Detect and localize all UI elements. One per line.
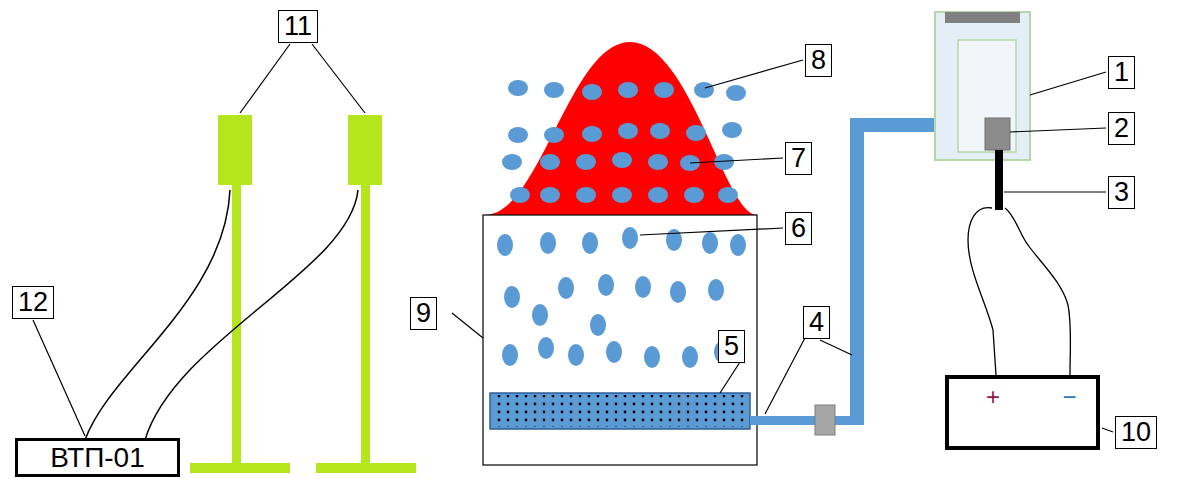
bubble — [694, 82, 714, 98]
bubble — [682, 346, 698, 368]
bubble — [618, 123, 638, 139]
bubble — [606, 341, 622, 363]
inner-vessel — [958, 40, 1016, 152]
container — [483, 215, 757, 465]
bubble — [618, 82, 638, 98]
bubble — [540, 187, 560, 203]
sensor — [190, 115, 416, 473]
bubble — [540, 154, 560, 170]
bubble — [544, 82, 564, 98]
bubble — [582, 232, 598, 254]
callout-number: 5 — [718, 330, 745, 363]
terminal-sign: − — [1063, 385, 1077, 409]
bubble — [670, 281, 686, 303]
bubble — [598, 274, 614, 296]
bubble — [576, 187, 596, 203]
callout-number: 4 — [803, 306, 830, 339]
meter-box: ВТП-01 — [15, 438, 180, 477]
bubble — [568, 344, 584, 366]
bubble — [650, 123, 670, 139]
callout-number: 3 — [1108, 176, 1135, 209]
bubble — [508, 127, 528, 143]
bubble — [540, 232, 556, 254]
bubble — [612, 152, 632, 168]
aerator-plate — [490, 393, 750, 429]
bubble — [590, 314, 606, 336]
bubble — [686, 125, 706, 141]
bubble — [684, 187, 704, 203]
bubble — [582, 84, 602, 100]
callout-number: 10 — [1115, 416, 1157, 449]
bubble — [504, 286, 520, 308]
battery-box: +− — [945, 375, 1100, 450]
cap — [945, 12, 1020, 23]
bubble — [635, 276, 651, 298]
callout-number: 12 — [12, 286, 54, 319]
bubble — [558, 277, 574, 299]
bubble — [502, 154, 522, 170]
bubble — [718, 187, 738, 203]
bubble — [576, 154, 596, 170]
bubble — [726, 85, 746, 101]
callout-number: 6 — [785, 212, 812, 245]
bubble — [702, 232, 718, 254]
bubble — [654, 82, 674, 98]
bubble — [502, 344, 518, 366]
bubble — [644, 346, 660, 368]
vessel — [935, 12, 1030, 160]
device-label: ВТП-01 — [50, 444, 145, 472]
bubble — [544, 127, 564, 143]
callout-number: 1 — [1108, 56, 1135, 89]
plate-holes — [492, 395, 748, 427]
bubble — [582, 126, 602, 142]
heater — [985, 118, 1010, 150]
bubble — [538, 337, 554, 359]
bubble — [532, 304, 548, 326]
bubble — [666, 229, 682, 251]
callout-number: 2 — [1108, 112, 1135, 145]
bubble — [722, 122, 742, 138]
bubble — [622, 227, 638, 249]
valve — [815, 405, 835, 435]
bubble — [648, 187, 668, 203]
tube — [750, 118, 950, 425]
bubble — [648, 154, 668, 170]
callout-number: 9 — [410, 297, 437, 330]
callout-number: 11 — [278, 10, 318, 43]
rod — [995, 150, 1003, 210]
bubbles — [497, 80, 746, 368]
bubble — [497, 234, 513, 256]
bubble — [730, 234, 746, 256]
bubble — [708, 279, 724, 301]
wire — [85, 190, 358, 440]
holder — [968, 208, 1071, 375]
terminal-sign: + — [986, 385, 1000, 409]
bubble — [612, 187, 632, 203]
callout-number: 8 — [805, 44, 832, 77]
heated-zone — [485, 42, 757, 215]
callout-number: 7 — [785, 142, 812, 175]
bubble — [508, 80, 528, 96]
bubble — [510, 187, 530, 203]
